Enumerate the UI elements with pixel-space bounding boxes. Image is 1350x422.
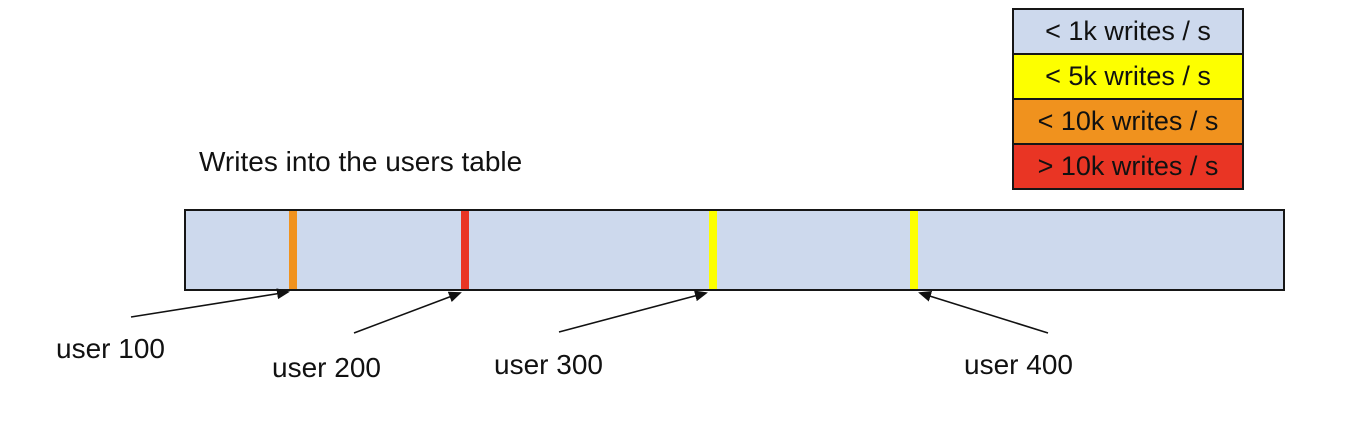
- legend-item-lt-1k: < 1k writes / s: [1012, 8, 1244, 55]
- legend-item-lt-10k: < 10k writes / s: [1012, 98, 1244, 145]
- write-rate-stripe-user-200: [461, 211, 469, 289]
- legend-item-gt-10k: > 10k writes / s: [1012, 143, 1244, 190]
- legend-item-lt-5k: < 5k writes / s: [1012, 53, 1244, 100]
- label-user-200: user 200: [272, 352, 381, 383]
- legend-item-lt-5k-label: < 5k writes / s: [1045, 61, 1211, 91]
- legend-item-lt-1k-label: < 1k writes / s: [1045, 16, 1211, 46]
- users-table-bar: [184, 209, 1285, 291]
- arrow-user-200: [353, 291, 462, 334]
- legend-item-lt-10k-label: < 10k writes / s: [1037, 106, 1219, 136]
- arrow-user-100: [130, 288, 290, 318]
- legend: < 1k writes / s < 5k writes / s < 10k wr…: [1012, 8, 1244, 190]
- write-rate-stripe-user-100: [289, 211, 297, 289]
- label-user-300: user 300: [494, 349, 603, 380]
- arrow-user-400: [918, 291, 1049, 334]
- write-rate-stripe-user-400: [910, 211, 918, 289]
- arrow-user-300: [558, 290, 708, 333]
- diagram-title: Writes into the users table: [199, 146, 523, 177]
- legend-item-gt-10k-label: > 10k writes / s: [1037, 151, 1219, 181]
- label-user-400: user 400: [964, 349, 1073, 380]
- label-user-100: user 100: [56, 333, 165, 364]
- write-rate-stripe-user-300: [709, 211, 717, 289]
